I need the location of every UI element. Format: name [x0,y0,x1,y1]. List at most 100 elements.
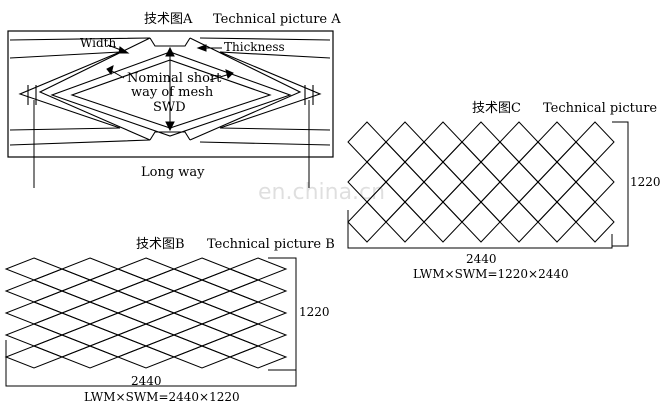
picture-b-diamond [32,268,92,292]
picture-a-drawing [7,30,334,188]
picture-a-cn-title: 技术图A [144,12,193,27]
picture-c-diamond [385,121,425,163]
picture-b-height-bracket [268,257,297,371]
picture-c-diamond [480,141,520,183]
picture-c-cn-title: 技术图C [472,101,521,116]
picture-c-diamond [556,181,596,223]
picture-b-diamond [4,323,64,347]
picture-b-diamond [88,312,148,336]
picture-c-diamond [461,161,501,203]
swd-arrow-bottom [165,121,175,132]
nominal-leader-right [209,73,231,81]
picture-c-diamond [575,161,615,203]
picture-b-diamond [116,279,176,303]
swd-arrow-top [165,46,175,57]
picture-c-diamond [423,121,463,163]
picture-b-diamond [200,268,260,292]
strand-left [9,37,151,146]
picture-b-diamond [32,312,92,336]
picture-b-en-title: Technical picture B [207,237,335,252]
picture-b-diamond [172,301,232,325]
picture-c-dimensions [347,121,629,249]
picture-c-diamond [537,121,577,163]
picture-b-diamond [4,279,64,303]
picture-c-diamond [385,201,425,243]
strand-left-inner [9,51,121,131]
picture-b-diamond [172,323,232,347]
nominal-arrowhead-left [106,65,114,76]
picture-c-diamond [499,161,539,203]
picture-b-diamond [228,279,288,303]
picture-c-diamond [442,141,482,183]
picture-c-diamond [537,201,577,243]
picture-b-dimensions [5,257,297,387]
picture-c-height-label: 1220 [630,176,660,188]
picture-b-diamond [116,257,176,281]
picture-b-diamond [144,290,204,314]
width-arrowhead [118,46,130,54]
picture-c-diamond [575,121,615,163]
picture-b-drawing [4,257,288,369]
picture-b-diamond [60,345,120,369]
picture-c-diamond [404,141,444,183]
picture-b-diamond [228,301,288,325]
picture-b-diamond [172,279,232,303]
picture-b-diamond [60,301,120,325]
picture-a-en-title: Technical picture A [213,12,341,27]
picture-b-diamond [32,290,92,314]
picture-b-width-bracket [5,340,297,387]
strand-right [189,37,302,141]
strand-top-right [199,37,331,41]
picture-c-height-bracket [612,121,629,247]
picture-c-diamond [556,141,596,183]
picture-b-diamond [60,257,120,281]
bond-bottom [149,131,191,141]
picture-b-diamond [200,334,260,358]
picture-b-diamond [172,345,232,369]
picture-c-drawing [347,121,615,243]
swd-label: SWD [153,100,186,115]
picture-b-diamond [172,257,232,281]
picture-b-diamond [116,323,176,347]
strand-right-inner [219,51,331,131]
picture-c-diamond [423,201,463,243]
picture-b-diamond [60,323,120,347]
picture-b-diamond [228,323,288,347]
picture-b-height-label: 1220 [299,305,330,319]
picture-b-diamond [88,290,148,314]
picture-c-width-label: 2440 [466,252,497,266]
picture-c-diamond [404,181,444,223]
picture-b-cn-title: 技术图B [136,237,185,252]
picture-c-diamond [518,181,558,223]
picture-b-diamond [4,257,64,281]
picture-b-diamond [60,279,120,303]
bond-top [149,37,191,47]
watermark: en.china.cn [258,180,386,205]
long-way-label: Long way [141,165,205,180]
picture-b-width-label: 2440 [131,374,162,388]
picture-b-diamond [4,345,64,369]
picture-b-diamond [88,268,148,292]
picture-c-diamond [575,201,615,243]
nominal-leader-left [109,69,125,79]
picture-b-diamond [144,334,204,358]
picture-c-width-bracket [347,210,613,249]
picture-b-diamond [228,345,288,369]
picture-c-diamond [347,121,387,163]
width-label: Width [80,36,117,50]
nominal-label-line2: way of mesh [131,85,214,100]
picture-c-diamond [537,161,577,203]
picture-b-diamond [200,312,260,336]
picture-c-diamond [480,181,520,223]
picture-c-diamond [499,121,539,163]
picture-b-diamond [144,268,204,292]
picture-b-diamond [228,257,288,281]
picture-c-diamond [518,141,558,183]
picture-c-diamond [423,161,463,203]
picture-c-diamond [461,201,501,243]
picture-b-diamond [116,301,176,325]
picture-b-diamond [144,312,204,336]
picture-a-frame [7,30,334,158]
